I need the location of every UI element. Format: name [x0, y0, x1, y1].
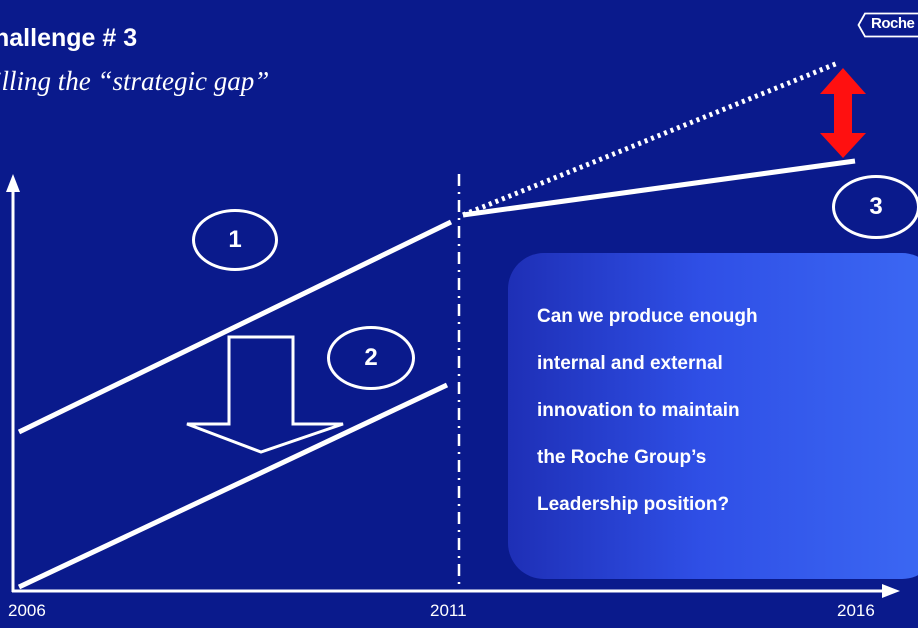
- logo-text: Roche: [871, 15, 915, 32]
- roche-logo: Roche: [857, 12, 918, 38]
- x-axis-arrow-icon: [882, 584, 900, 598]
- callout-line: the Roche Group’s: [537, 447, 707, 468]
- callout-line: Can we produce enough: [537, 306, 758, 327]
- marker-3: 3: [832, 175, 918, 239]
- y-axis-arrow-icon: [6, 174, 20, 192]
- trend-line-lower: [17, 382, 449, 590]
- x-label-2011: 2011: [430, 601, 467, 620]
- target-line-dotted: [462, 60, 839, 218]
- callout-line: internal and external: [537, 353, 723, 374]
- x-label-2016: 2016: [837, 601, 875, 620]
- question-callout: Can we produce enough internal and exter…: [508, 253, 918, 579]
- marker-1: 1: [192, 209, 278, 271]
- callout-line: innovation to maintain: [537, 400, 740, 421]
- decline-arrow-icon: [186, 335, 344, 454]
- slide-title: hallenge # 3: [0, 24, 138, 52]
- x-label-2006: 2006: [8, 601, 46, 620]
- callout-line: Leadership position?: [537, 494, 730, 515]
- gap-double-arrow-icon: [820, 68, 866, 158]
- trend-line-upper: [17, 219, 453, 435]
- marker-2: 2: [327, 326, 415, 390]
- slide-subtitle: illing the “strategic gap”: [0, 66, 270, 96]
- projection-line: [462, 158, 856, 218]
- logo-hexagon-icon: [857, 12, 918, 38]
